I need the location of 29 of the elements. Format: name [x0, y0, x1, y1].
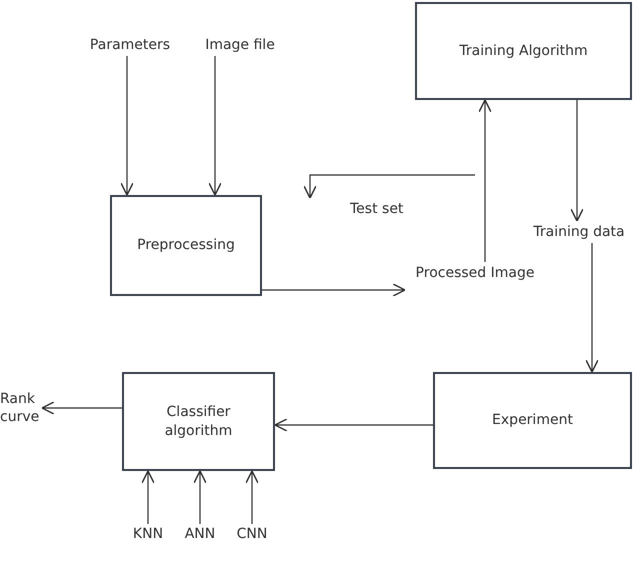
- input-label: KNN: [132, 524, 164, 544]
- arrow: [245, 470, 259, 524]
- arrow: [262, 283, 406, 297]
- process-box: [110, 195, 262, 296]
- box-label: Experiment: [492, 411, 573, 430]
- flow-label: Training data: [533, 222, 625, 242]
- arrow: [208, 56, 222, 196]
- input-label: Parameters: [90, 36, 170, 54]
- input-label: CNN: [236, 524, 268, 544]
- arrow: [570, 100, 584, 222]
- arrow: [303, 174, 475, 199]
- box-label: Classifier algorithm: [164, 403, 234, 440]
- arrow: [585, 243, 599, 373]
- arrow: [193, 470, 207, 524]
- arrow: [41, 401, 122, 415]
- flow-label: Processed Image: [416, 264, 534, 282]
- process-box: [122, 372, 275, 471]
- arrow: [274, 418, 433, 432]
- process-box: [433, 372, 632, 469]
- output-label: Rank curve: [0, 390, 40, 426]
- arrow: [141, 470, 155, 524]
- box-label: Training Algorithm: [459, 42, 588, 60]
- process-box: [415, 2, 632, 100]
- box-label: Preprocessing: [137, 236, 235, 255]
- input-label: ANN: [184, 524, 216, 544]
- arrow: [120, 56, 134, 196]
- input-label: Image file: [205, 36, 275, 54]
- flow-label: Test set: [350, 200, 404, 218]
- arrow: [478, 99, 492, 262]
